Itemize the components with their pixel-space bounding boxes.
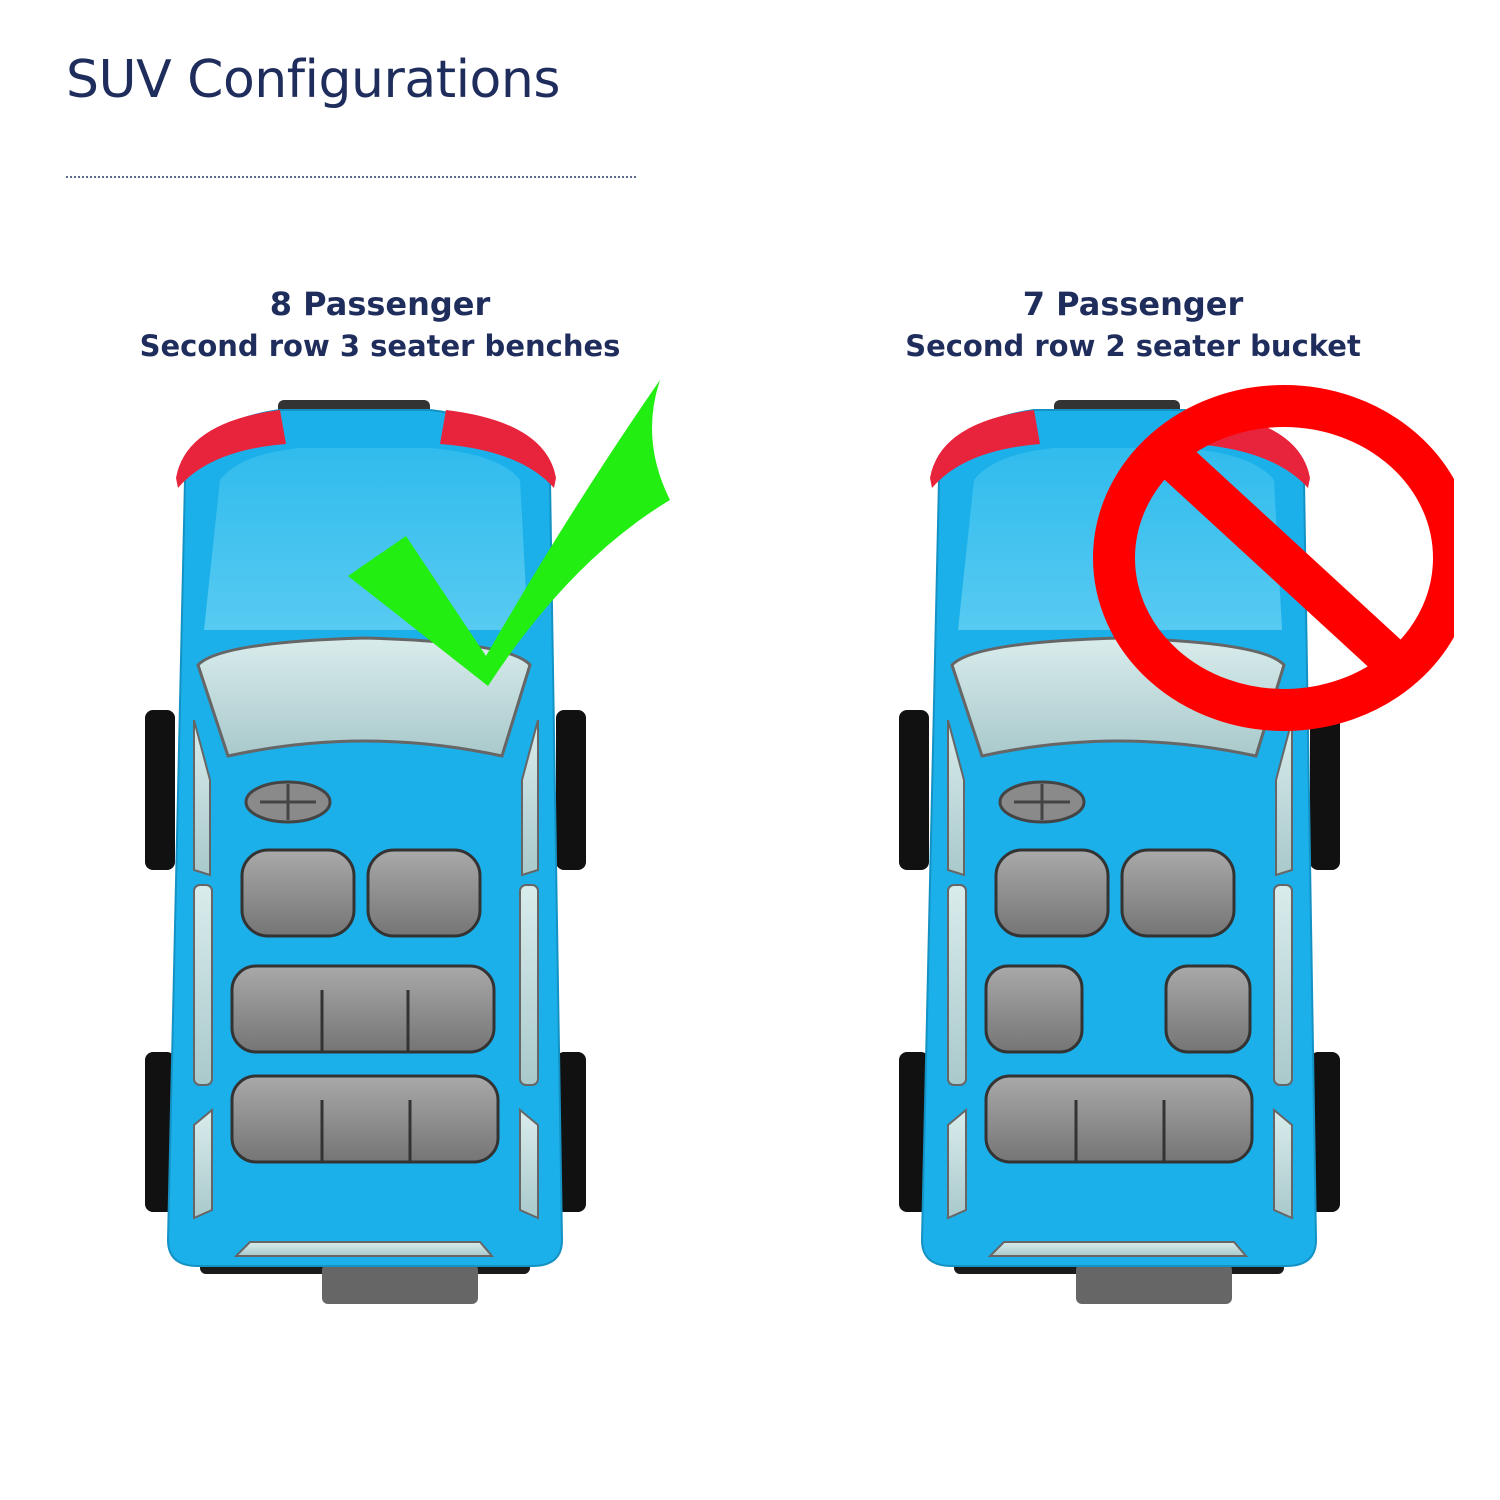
headlight-left <box>930 410 1040 488</box>
seat-bucket-right <box>1164 964 1252 1054</box>
seat-driver <box>994 848 1110 938</box>
config-8-passenger-title: 8 Passenger <box>269 285 491 323</box>
headlight-right <box>440 410 556 488</box>
spare-wheel <box>322 1264 478 1304</box>
tire-rear-left <box>145 1052 175 1212</box>
config-7-passenger-title: 7 Passenger <box>1022 285 1244 323</box>
seat-row-1 <box>994 848 1236 938</box>
config-8-passenger-description: Second row 3 seater benches <box>139 329 621 363</box>
config-8-passenger-caption: 8 Passenger Second row 3 seater benches <box>70 284 690 368</box>
side-window <box>519 1107 539 1220</box>
side-window <box>947 884 967 1086</box>
checkmark-icon <box>348 380 670 686</box>
side-window <box>193 1107 213 1220</box>
seat-row-2-bench <box>230 964 496 1054</box>
rear-window <box>233 1241 495 1257</box>
side-window <box>193 719 211 877</box>
seat-front-passenger <box>1120 848 1236 938</box>
seat-row-3-bench <box>984 1074 1254 1164</box>
title-divider <box>66 176 636 178</box>
rear-window <box>987 1241 1249 1257</box>
seat-row-1 <box>240 848 482 938</box>
side-window <box>947 719 965 877</box>
side-window <box>1273 884 1293 1086</box>
side-window <box>193 884 213 1086</box>
tire-rear-right <box>1310 1052 1340 1212</box>
suv-7-passenger-diagram <box>854 380 1475 1340</box>
spare-wheel <box>1076 1264 1232 1304</box>
tire-front-left <box>899 710 929 870</box>
suv-8-passenger-diagram <box>100 380 700 1340</box>
tire-front-right <box>556 710 586 870</box>
seat-row-2-buckets <box>984 964 1252 1054</box>
seat-row-3-bench <box>230 1074 500 1164</box>
tire-rear-right <box>556 1052 586 1212</box>
side-window <box>519 884 539 1086</box>
hood <box>204 448 528 630</box>
seat-bench-row-3 <box>230 1074 500 1164</box>
seat-bench-row-3 <box>984 1074 1254 1164</box>
headlight-left <box>176 410 286 488</box>
tire-front-right <box>1310 710 1340 870</box>
seat-bench-row-2 <box>230 964 496 1054</box>
side-window <box>947 1107 967 1220</box>
seat-driver <box>240 848 356 938</box>
tire-front-left <box>145 710 175 870</box>
side-window <box>521 719 539 877</box>
config-7-passenger-caption: 7 Passenger Second row 2 seater bucket <box>823 284 1443 368</box>
tire-rear-left <box>899 1052 929 1212</box>
config-7-passenger-description: Second row 2 seater bucket <box>905 329 1361 363</box>
seat-front-passenger <box>366 848 482 938</box>
page-title: SUV Configurations <box>66 50 560 110</box>
side-window <box>1275 719 1293 877</box>
side-window <box>1273 1107 1293 1220</box>
seat-bucket-left <box>984 964 1084 1054</box>
